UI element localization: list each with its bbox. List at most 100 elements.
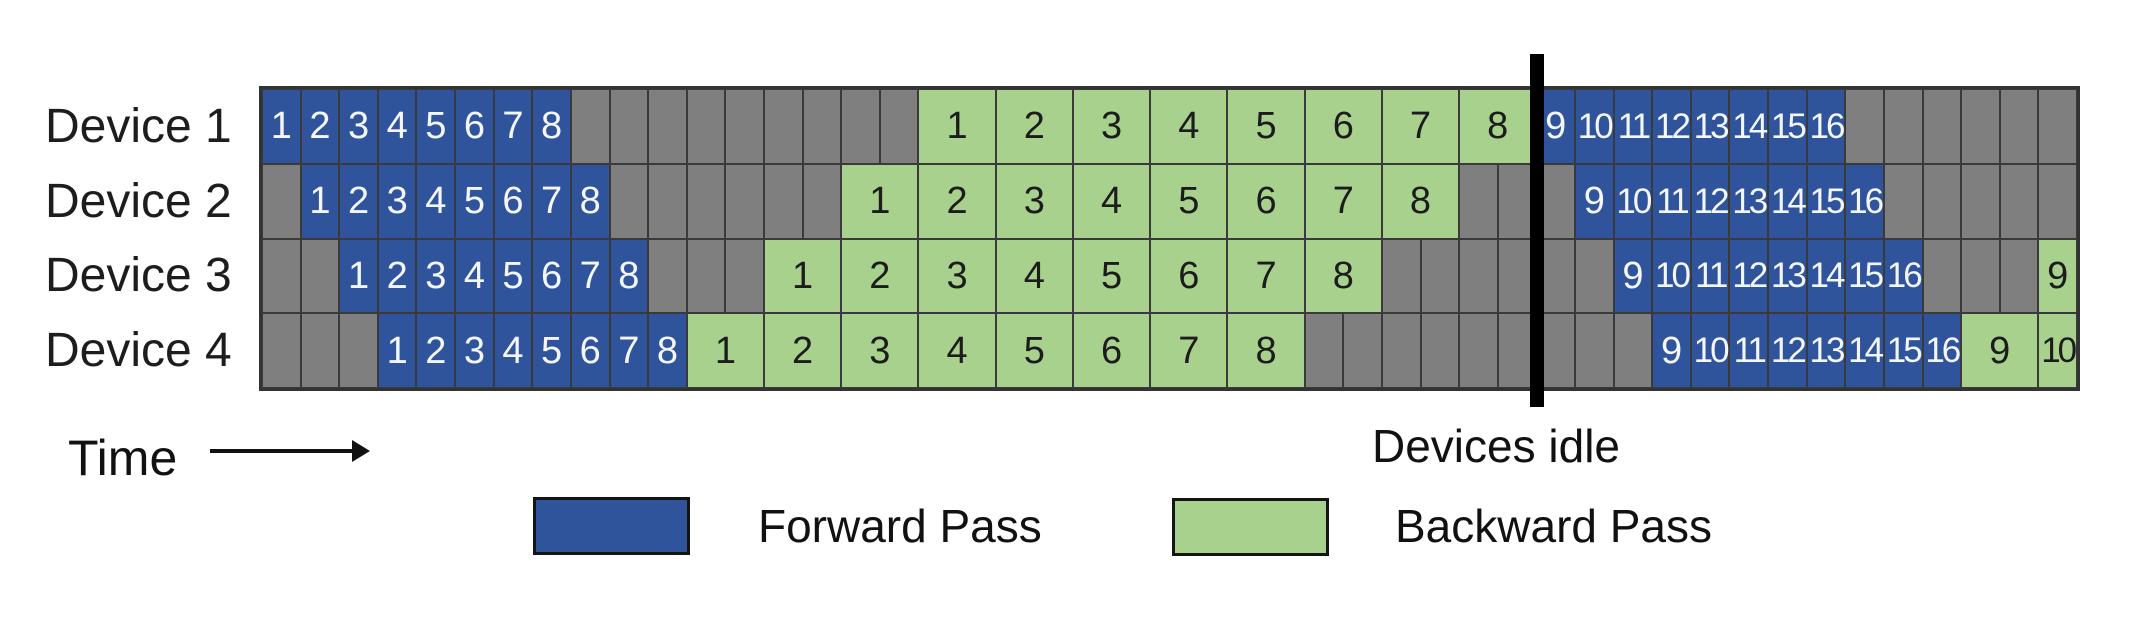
- microbatch-number: 9: [1622, 254, 1644, 297]
- backward-pass-cell: 2: [841, 238, 919, 314]
- idle-cell: [648, 163, 687, 239]
- microbatch-number: 2: [792, 329, 814, 372]
- forward-pass-cell: 7: [609, 313, 649, 388]
- microbatch-number: 14: [1809, 256, 1846, 296]
- forward-pass-cell: 5: [416, 89, 456, 164]
- forward-pass-cell: 3: [377, 163, 417, 239]
- microbatch-number: 8: [541, 105, 563, 148]
- forward-pass-cell: 16: [1883, 238, 1923, 314]
- backward-pass-cell: 1: [918, 89, 996, 164]
- idle-cell: [1459, 238, 1498, 314]
- idle-cell: [725, 163, 764, 239]
- forward-pass-cell: 7: [570, 238, 610, 314]
- forward-pass-cell: 3: [339, 89, 378, 164]
- idle-cell: [1304, 313, 1344, 388]
- device-label: Device 3: [45, 249, 232, 303]
- idle-cell: [1343, 313, 1382, 388]
- backward-pass-cell: 2: [918, 163, 996, 239]
- microbatch-number: 5: [425, 105, 447, 148]
- forward-pass-cell: 16: [1845, 163, 1884, 239]
- backward-pass-cell: 7: [1304, 163, 1382, 239]
- microbatch-number: 10: [1693, 331, 1730, 371]
- idle-cell: [339, 313, 378, 388]
- forward-pass-cell: 13: [1690, 89, 1730, 164]
- idle-cell: [1497, 313, 1537, 388]
- backward-pass-cell: 9: [2038, 238, 2077, 314]
- microbatch-number: 13: [1732, 181, 1768, 221]
- backward-pass-cell: 6: [1227, 163, 1305, 239]
- device-label: Device 2: [45, 174, 232, 228]
- microbatch-number: 7: [1178, 329, 1200, 372]
- idle-cell: [609, 89, 649, 164]
- microbatch-number: 7: [1332, 180, 1354, 223]
- microbatch-number: 5: [541, 329, 563, 372]
- forward-pass-cell: 6: [493, 163, 533, 239]
- microbatch-number: 3: [1023, 180, 1045, 223]
- forward-pass-cell: 8: [532, 89, 571, 164]
- idle-cell: [686, 163, 726, 239]
- forward-pass-cell: 4: [455, 238, 494, 314]
- idle-cell: [1922, 238, 1962, 314]
- microbatch-number: 7: [618, 329, 640, 372]
- idle-cell: [686, 89, 726, 164]
- idle-cell: [764, 163, 803, 239]
- microbatch-number: 14: [1770, 181, 1807, 221]
- microbatch-number: 14: [1848, 331, 1884, 371]
- microbatch-number: 8: [1487, 105, 1509, 148]
- forward-pass-cell: 12: [1690, 163, 1730, 239]
- forward-pass-cell: 3: [416, 238, 456, 314]
- microbatch-number: 6: [1178, 254, 1200, 297]
- microbatch-number: 1: [309, 180, 331, 223]
- device-label: Device 4: [45, 324, 232, 378]
- backward-pass-cell: 9: [1961, 313, 2039, 388]
- forward-pass-cell: 2: [416, 313, 456, 388]
- backward-pass-cell: 7: [1381, 89, 1460, 164]
- forward-pass-cell: 5: [532, 313, 571, 388]
- microbatch-number: 3: [425, 254, 447, 297]
- microbatch-number: 2: [946, 180, 968, 223]
- idle-cell: [1420, 313, 1460, 388]
- backward-pass-cell: 4: [1072, 163, 1151, 239]
- microbatch-number: 4: [946, 329, 968, 372]
- idle-cell: [1381, 313, 1421, 388]
- backward-pass-cell: 6: [1150, 238, 1228, 314]
- microbatch-number: 12: [1655, 106, 1691, 146]
- idle-cell: [1459, 313, 1498, 388]
- idle-cell: [1883, 163, 1923, 239]
- forward-pass-cell: 10: [1613, 163, 1652, 239]
- microbatch-number: 9: [1989, 329, 2011, 372]
- microbatch-number: 6: [1100, 329, 1123, 372]
- forward-pass-cell: 12: [1652, 89, 1691, 164]
- backward-pass-cell: 4: [1150, 89, 1228, 164]
- microbatch-number: 10: [1577, 106, 1614, 146]
- microbatch-number: 9: [1545, 105, 1567, 148]
- microbatch-number: 1: [270, 105, 292, 148]
- idle-cell: [1883, 89, 1923, 164]
- microbatch-number: 15: [1809, 181, 1846, 221]
- legend-swatch-backward: [1172, 498, 1329, 556]
- microbatch-number: 8: [1409, 180, 1432, 223]
- idle-cell: [1845, 89, 1884, 164]
- idle-cell: [1922, 163, 1962, 239]
- microbatch-number: 8: [618, 254, 640, 297]
- microbatch-number: 16: [1886, 256, 1923, 296]
- idle-cell: [725, 89, 764, 164]
- idle-cell: [1961, 89, 2000, 164]
- idle-cell: [879, 89, 919, 164]
- idle-cell: [802, 163, 842, 239]
- microbatch-number: 9: [1583, 180, 1605, 223]
- backward-pass-cell: 4: [918, 313, 996, 388]
- microbatch-number: 5: [1100, 254, 1123, 297]
- microbatch-number: 12: [1693, 181, 1730, 221]
- forward-pass-cell: 1: [300, 163, 340, 239]
- devices-idle-divider-line: [1530, 54, 1544, 407]
- microbatch-number: 8: [579, 180, 601, 223]
- forward-pass-cell: 2: [300, 89, 340, 164]
- microbatch-number: 6: [579, 329, 601, 372]
- microbatch-number: 7: [579, 254, 601, 297]
- backward-pass-cell: 5: [995, 313, 1073, 388]
- backward-pass-cell: 6: [1072, 313, 1151, 388]
- time-arrow: [210, 449, 354, 453]
- idle-cell: [262, 163, 301, 239]
- forward-pass-cell: 14: [1729, 89, 1768, 164]
